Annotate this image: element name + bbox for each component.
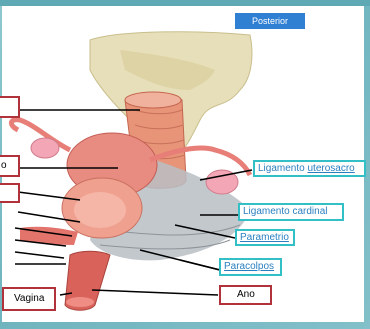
ligamento-cardinal-label: Ligamento cardinal [238,203,344,221]
ligamento-uterosacro-label: Ligamento uterosacro [253,160,366,177]
ligamento-uterosacro-underlined: uterosacro [307,163,354,174]
empty-label-box-3 [0,183,20,203]
ligamento-uterosacro-prefix: Ligamento [258,163,307,174]
left-ovary [31,138,59,158]
partial-label-box-o: o [0,155,20,177]
ano-label: Ano [219,285,272,305]
vagina-label: Vagina [2,287,56,311]
vagina-opening [66,297,94,307]
paracolpos-label: Paracolpos [219,258,282,276]
bladder-highlight [74,192,126,228]
partial-label-text-o: o [1,160,7,171]
empty-label-box-1 [0,96,20,118]
parametrio-label: Parametrio [235,229,295,246]
posterior-label: Posterior [235,13,305,29]
rectum-opening [125,92,181,108]
